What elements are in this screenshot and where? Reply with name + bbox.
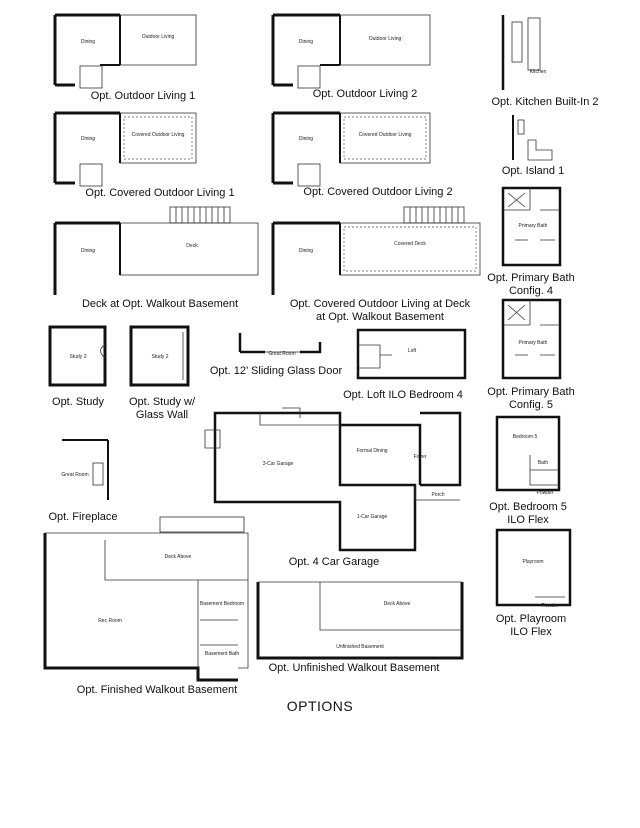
plan-finished-walkout: Deck Above Rec Room Basement Bedroom Bas… bbox=[43, 516, 249, 682]
room-loft: Loft bbox=[408, 348, 417, 354]
caption-study-glass-line1: Opt. Study w/ bbox=[128, 396, 196, 408]
room-three-car-garage: 3-Car Garage bbox=[263, 461, 294, 467]
plan-covered-outdoor-living-2: Dining Covered Outdoor Living bbox=[271, 111, 431, 187]
caption-primary-bath-4-line2: Config. 4 bbox=[508, 285, 554, 297]
room-porch: Porch bbox=[431, 492, 444, 498]
plan-study-glass: Study 2 bbox=[129, 325, 190, 387]
plan-outdoor-living-2: Dining Outdoor Living bbox=[271, 13, 431, 89]
caption-bedroom5-line1: Opt. Bedroom 5 bbox=[489, 501, 567, 513]
caption-kitchen-builtin-2: Opt. Kitchen Built-In 2 bbox=[491, 96, 599, 108]
plan-sliding-door: Great Room bbox=[238, 333, 322, 357]
room-primary-bath: Primary Bath bbox=[519, 223, 548, 229]
caption-primary-bath-5-line2: Config. 5 bbox=[508, 399, 554, 411]
room-foyer: Foyer bbox=[414, 454, 427, 460]
room-kitchen: Kitchen bbox=[530, 69, 547, 75]
caption-covered-outdoor-living-2: Opt. Covered Outdoor Living 2 bbox=[303, 186, 453, 198]
caption-playroom-line2: ILO Flex bbox=[510, 626, 552, 638]
plan-four-car-garage: 3-Car Garage 1-Car Garage Formal Dining … bbox=[204, 407, 462, 552]
room-dining: Dining bbox=[299, 136, 313, 142]
caption-covered-outdoor-living-1: Opt. Covered Outdoor Living 1 bbox=[85, 187, 235, 199]
caption-outdoor-living-1: Opt. Outdoor Living 1 bbox=[90, 90, 196, 102]
caption-fireplace: Opt. Fireplace bbox=[48, 511, 118, 523]
room-covered-outdoor-living: Covered Outdoor Living bbox=[359, 132, 412, 138]
room-playroom: Playroom bbox=[522, 559, 543, 565]
caption-deck-walkout: Deck at Opt. Walkout Basement bbox=[81, 298, 239, 310]
room-great-room: Great Room bbox=[268, 351, 295, 357]
room-covered-outdoor-living: Covered Outdoor Living bbox=[132, 132, 185, 138]
room-basement-bath: Basement Bath bbox=[205, 651, 239, 657]
room-powder: Powder bbox=[542, 603, 559, 609]
room-outdoor-living: Outdoor Living bbox=[142, 34, 175, 40]
caption-outdoor-living-2: Opt. Outdoor Living 2 bbox=[312, 88, 418, 100]
plan-island-1 bbox=[512, 115, 553, 161]
plan-loft: Loft bbox=[356, 328, 467, 380]
room-bath: Bath bbox=[538, 460, 549, 466]
room-basement-bedroom: Basement Bedroom bbox=[200, 601, 244, 607]
caption-sliding-door: Opt. 12’ Sliding Glass Door bbox=[209, 365, 343, 377]
plan-deck-walkout: Dining Deck bbox=[53, 206, 259, 295]
plan-primary-bath-5: Primary Bath bbox=[501, 298, 562, 380]
room-great-room: Great Room bbox=[61, 472, 88, 478]
caption-covered-deck-walkout-line2: at Opt. Walkout Basement bbox=[316, 311, 444, 323]
room-deck: Deck bbox=[186, 243, 198, 249]
plan-fireplace: Great Room bbox=[61, 439, 109, 500]
room-deck-above: Deck Above bbox=[384, 601, 411, 607]
room-unfinished-basement: Unfinished Basement bbox=[336, 644, 384, 650]
caption-bedroom5-line2: ILO Flex bbox=[507, 514, 549, 526]
plan-bedroom5: Bedroom 5 Bath Powder bbox=[495, 415, 561, 496]
page-title: OPTIONS bbox=[286, 698, 354, 714]
room-dining: Dining bbox=[299, 248, 313, 254]
plan-unfinished-walkout: Deck Above Unfinished Basement bbox=[256, 581, 464, 660]
plan-playroom: Playroom Powder bbox=[495, 528, 572, 609]
room-one-car-garage: 1-Car Garage bbox=[357, 514, 388, 520]
caption-study-glass-line2: Glass Wall bbox=[135, 409, 189, 421]
room-dining: Dining bbox=[81, 248, 95, 254]
room-powder: Powder bbox=[537, 490, 554, 496]
caption-four-car-garage: Opt. 4 Car Garage bbox=[288, 556, 380, 568]
plan-outdoor-living-1: Dining Outdoor Living bbox=[53, 13, 197, 89]
room-study-2: Study 2 bbox=[152, 354, 169, 360]
room-rec-room: Rec Room bbox=[98, 618, 122, 624]
room-dining: Dining bbox=[81, 136, 95, 142]
plan-covered-deck-walkout: Dining Covered Deck bbox=[271, 206, 481, 295]
room-bedroom5: Bedroom 5 bbox=[513, 434, 538, 440]
room-study-2: Study 2 bbox=[70, 354, 87, 360]
room-dining: Dining bbox=[81, 39, 95, 45]
room-primary-bath: Primary Bath bbox=[519, 340, 548, 346]
caption-primary-bath-4-line1: Opt. Primary Bath bbox=[487, 272, 575, 284]
caption-playroom-line1: Opt. Playroom bbox=[495, 613, 567, 625]
caption-unfinished-walkout: Opt. Unfinished Walkout Basement bbox=[268, 662, 440, 674]
room-formal-dining: Formal Dining bbox=[356, 448, 387, 454]
caption-loft-bedroom4: Opt. Loft ILO Bedroom 4 bbox=[343, 389, 463, 401]
room-deck-above: Deck Above bbox=[165, 554, 192, 560]
room-covered-deck: Covered Deck bbox=[394, 241, 426, 247]
room-dining: Dining bbox=[299, 39, 313, 45]
caption-primary-bath-5-line1: Opt. Primary Bath bbox=[487, 386, 575, 398]
caption-study: Opt. Study bbox=[52, 396, 104, 408]
room-outdoor-living: Outdoor Living bbox=[369, 36, 402, 42]
plan-primary-bath-4: Primary Bath bbox=[501, 186, 562, 267]
plan-covered-outdoor-living-1: Dining Covered Outdoor Living bbox=[53, 111, 197, 187]
caption-finished-walkout: Opt. Finished Walkout Basement bbox=[76, 684, 238, 696]
caption-covered-deck-walkout-line1: Opt. Covered Outdoor Living at Deck bbox=[289, 298, 471, 310]
plan-study: Study 2 bbox=[48, 325, 107, 387]
caption-island-1: Opt. Island 1 bbox=[501, 165, 565, 177]
plan-kitchen-builtin-2: Kitchen bbox=[501, 15, 547, 90]
